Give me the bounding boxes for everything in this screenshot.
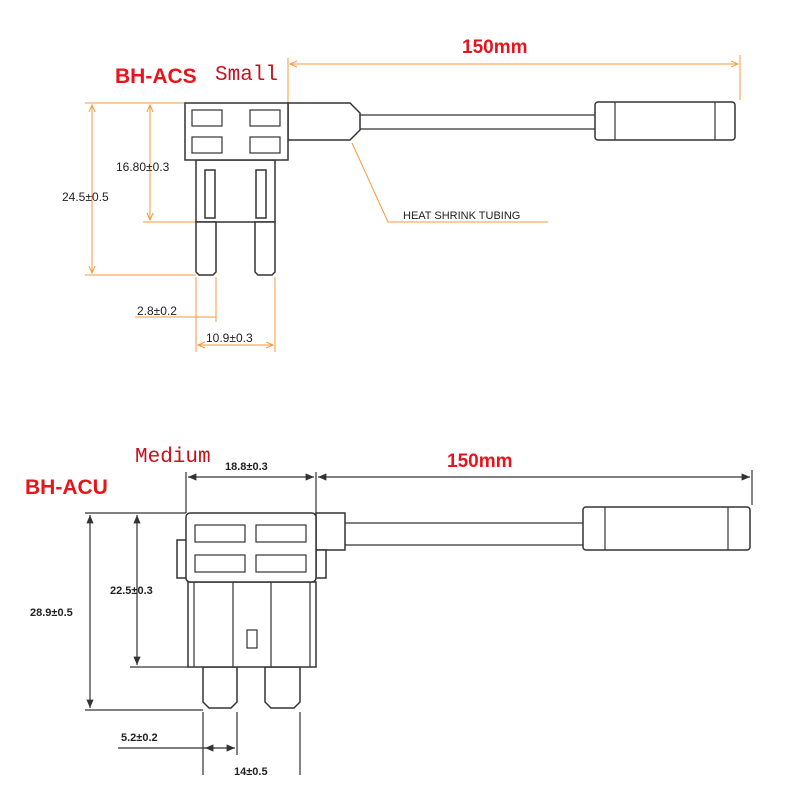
small-dimension-lines [85,55,741,352]
medium-dimension-lines [85,470,753,775]
medium-model-label: BH-ACU [25,476,108,499]
small-model-label: BH-ACS [115,65,197,88]
medium-blade-width: 5.2±0.2 [121,732,158,744]
small-blade-width: 2.8±0.2 [137,304,177,318]
small-size-label: Small [215,64,278,87]
heat-shrink-callout: HEAT SHRINK TUBING [403,210,520,222]
medium-blade-span: 14±0.5 [234,766,268,778]
medium-width: 18.8±0.3 [225,461,268,473]
medium-fuse-body [176,506,751,709]
small-cable-length: 150mm [462,37,528,58]
medium-fuse-tap: BH-ACU Medium 150mm 18.8±0.3 28.9±0.5 22… [25,446,753,778]
medium-cable-length: 150mm [447,451,513,472]
small-fuse-tap: BH-ACS Small 150mm 24.5±0.5 16.80±0.3 2.… [62,37,741,352]
small-height-body: 16.80±0.3 [116,160,170,174]
medium-height-total: 28.9±0.5 [30,607,73,619]
small-height-total: 24.5±0.5 [62,190,109,204]
medium-height-body: 22.5±0.3 [110,585,153,597]
small-blade-span: 10.9±0.3 [206,331,253,345]
small-fuse-body [184,101,736,276]
medium-size-label: Medium [135,446,211,469]
